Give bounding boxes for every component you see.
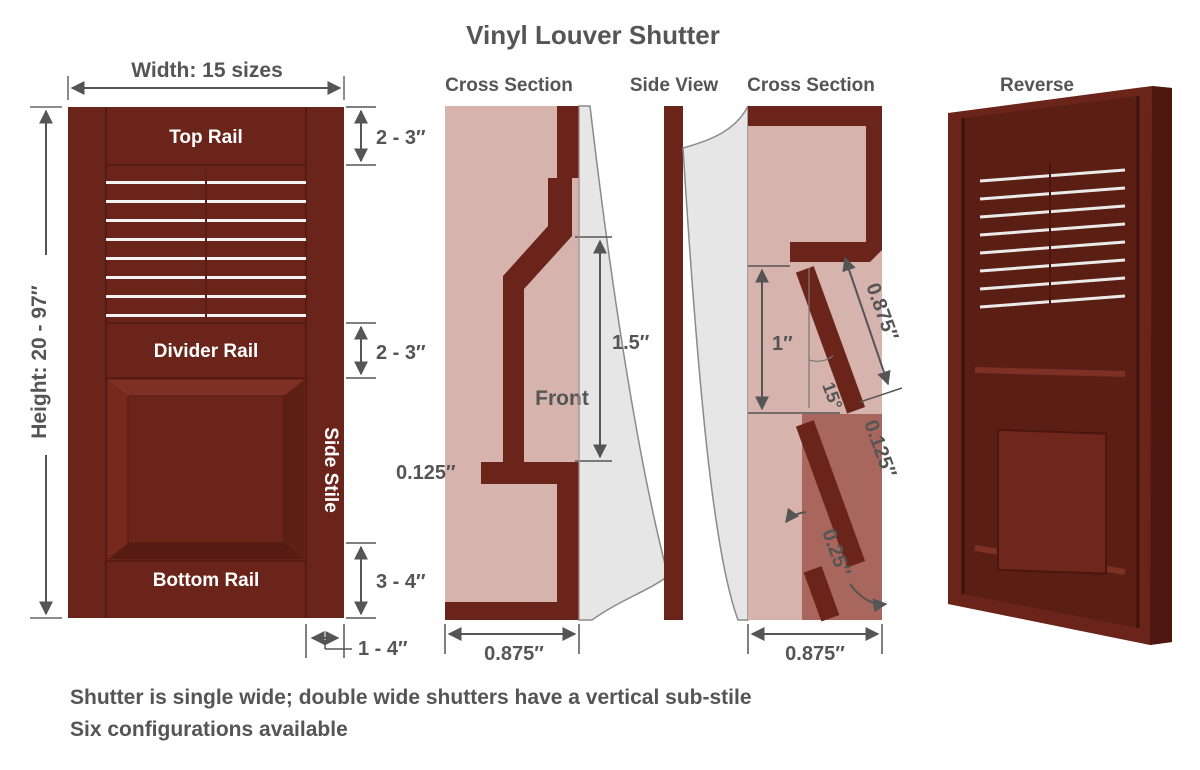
cross-section-right-heading: Cross Section — [747, 75, 875, 96]
bottom-rail-dim: 3 - 4″ — [376, 571, 426, 593]
depth-dim: 1.5″ — [612, 332, 650, 354]
reverse-heading: Reverse — [1000, 75, 1074, 96]
louver-spacing-dim: 1″ — [772, 333, 793, 355]
width-dim-left: 0.875″ — [484, 643, 544, 665]
width-dim-right: 0.875″ — [785, 643, 845, 665]
stile-dim: 1 - 4″ — [358, 638, 408, 660]
reverse-louvers — [979, 168, 1126, 309]
divider-rail-label: Divider Rail — [154, 341, 259, 362]
divider-rail-dim: 2 - 3″ — [376, 342, 426, 364]
reverse-view: Reverse — [948, 75, 1172, 645]
louver-slats — [106, 170, 306, 320]
raised-panel — [108, 380, 304, 559]
top-rail-label: Top Rail — [169, 127, 243, 148]
side-view-heading: Side View — [630, 75, 719, 96]
note-line-1: Shutter is single wide; double wide shut… — [70, 686, 752, 709]
diagram-title: Vinyl Louver Shutter — [466, 20, 720, 50]
width-label: Width: 15 sizes — [131, 59, 283, 82]
front-label: Front — [535, 387, 589, 410]
rail-dimensions — [305, 106, 376, 658]
cross-section-right: Cross Section 1″ 15° 0.875″ 0.125″ 0.25″… — [682, 75, 903, 665]
section-profile — [445, 106, 579, 620]
top-rail-dim: 2 - 3″ — [376, 127, 426, 149]
cross-section-left: Cross Section 1.5″ Front 0.125″ 0.875″ — [396, 75, 669, 665]
note-line-2: Six configurations available — [70, 718, 348, 741]
cross-section-left-heading: Cross Section — [445, 75, 573, 96]
side-view: Side View — [630, 75, 719, 620]
top-profile — [748, 106, 882, 262]
side-view-bar — [664, 106, 683, 620]
front-view: Width: 15 sizes Height: 20 - 97″ — [28, 54, 426, 660]
side-stile-label: Side Stile — [320, 427, 341, 513]
height-label: Height: 20 - 97″ — [28, 285, 51, 439]
bottom-rail-label: Bottom Rail — [153, 570, 260, 591]
thickness-dim: 0.125″ — [396, 462, 456, 484]
